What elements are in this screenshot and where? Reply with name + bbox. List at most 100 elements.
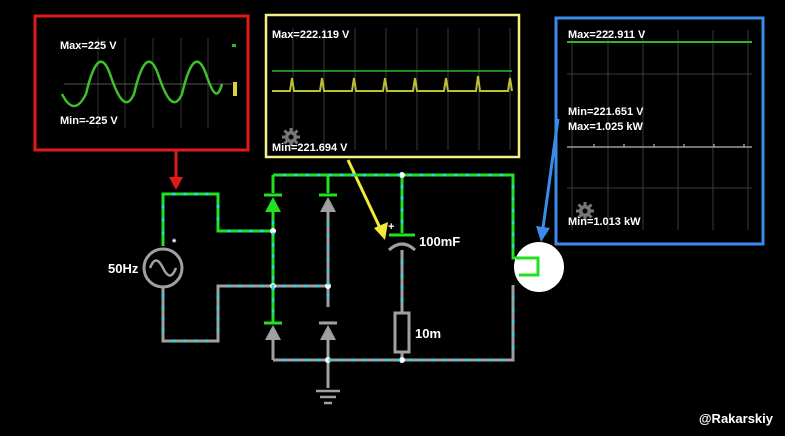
current-dot <box>328 173 332 177</box>
current-dot <box>238 229 242 233</box>
current-dot <box>511 333 515 337</box>
current-dot <box>271 265 275 269</box>
scope-blue-power-trace <box>567 144 752 148</box>
current-dot <box>249 229 253 233</box>
scope-red-marker <box>232 44 236 47</box>
source-frequency-label: 50Hz <box>108 261 139 276</box>
current-dot <box>511 321 515 324</box>
current-dot <box>293 284 297 288</box>
current-dot <box>374 173 378 177</box>
scope-red-max-label: Max=225 V <box>60 40 117 52</box>
current-dot <box>271 232 275 236</box>
current-dot <box>400 196 404 200</box>
gear-icon[interactable] <box>576 202 594 220</box>
current-dot <box>260 284 264 288</box>
current-dot <box>465 358 469 362</box>
current-dot <box>205 192 209 196</box>
current-dot <box>305 358 309 362</box>
current-dot <box>315 284 319 288</box>
current-dot <box>511 220 515 224</box>
wire-junctions <box>270 172 405 363</box>
current-dot <box>511 232 515 236</box>
capacitor-polarity: + <box>388 221 395 233</box>
current-dots <box>161 173 515 362</box>
current-dot <box>216 295 220 299</box>
scope-red[interactable] <box>33 14 250 152</box>
current-dot <box>326 281 330 285</box>
scope-yellow-frame <box>264 13 521 159</box>
current-dot <box>488 358 492 362</box>
current-dot <box>260 229 264 233</box>
current-dot <box>326 222 330 226</box>
current-dot <box>161 294 165 298</box>
arrow-yellow <box>346 159 388 240</box>
current-dot <box>442 358 446 362</box>
current-dot <box>183 339 187 343</box>
current-dot <box>500 358 504 362</box>
current-dot <box>400 273 404 277</box>
current-dot <box>294 358 298 362</box>
scope-blue-max-power-label: Max=1.025 kW <box>568 121 643 133</box>
current-dot <box>271 276 275 280</box>
scope-yellow[interactable] <box>264 13 521 159</box>
current-dot <box>488 173 492 177</box>
current-dot <box>161 328 165 332</box>
current-dot <box>431 358 435 362</box>
current-dot <box>328 358 332 362</box>
current-dot <box>161 218 165 222</box>
ac-source[interactable] <box>142 247 184 289</box>
resistor-label: 10m <box>415 326 442 341</box>
current-dot <box>400 185 404 189</box>
current-dot <box>431 173 435 177</box>
arrow-red <box>169 151 183 190</box>
scope-yellow-grid <box>292 28 511 150</box>
diode-top-right[interactable] <box>319 193 337 212</box>
load-lamp[interactable] <box>514 242 564 292</box>
current-dot <box>183 192 187 196</box>
current-dot <box>161 205 165 209</box>
current-dot <box>326 293 330 297</box>
current-dot <box>340 173 344 177</box>
diode-bottom-right[interactable] <box>319 321 337 340</box>
current-dot <box>511 308 515 312</box>
current-dot <box>400 286 404 290</box>
capacitor-label: 100mF <box>419 234 461 249</box>
current-dot <box>271 287 275 291</box>
capacitor[interactable] <box>387 233 417 252</box>
scope-red-frame <box>33 14 250 152</box>
current-dot <box>397 358 401 362</box>
current-dot <box>205 339 209 343</box>
current-dot <box>442 173 446 177</box>
scope-blue-min-power-label: Min=1.013 kW <box>568 216 641 228</box>
current-dot <box>305 173 309 177</box>
current-dot <box>326 234 330 238</box>
current-dot <box>362 358 366 362</box>
current-dot <box>227 284 231 288</box>
diode-top-left[interactable] <box>264 193 282 212</box>
current-dot <box>326 258 330 261</box>
current-dot <box>340 358 344 362</box>
current-dot <box>271 243 275 247</box>
current-dot <box>227 229 231 233</box>
scope-yellow-min-label: Min=221.694 V <box>272 142 348 154</box>
current-dot <box>317 358 321 362</box>
scope-yellow-trace <box>272 75 513 92</box>
diode-bottom-left[interactable] <box>264 321 282 340</box>
scope-yellow-max-label: Max=222.119 V <box>272 29 350 41</box>
current-dot <box>408 173 412 177</box>
current-dot <box>477 173 481 177</box>
current-dot <box>477 358 481 362</box>
resistor[interactable] <box>393 311 411 354</box>
current-dot <box>304 284 308 288</box>
current-dot <box>271 254 275 258</box>
gear-icon[interactable] <box>282 128 300 146</box>
current-dot <box>282 284 286 288</box>
current-dot <box>282 173 286 177</box>
current-dot <box>408 358 412 362</box>
current-dot <box>465 173 469 177</box>
current-dot <box>238 284 242 288</box>
scope-red-cursor <box>233 82 237 96</box>
current-dot <box>400 208 404 212</box>
source-marker: * <box>172 237 177 249</box>
